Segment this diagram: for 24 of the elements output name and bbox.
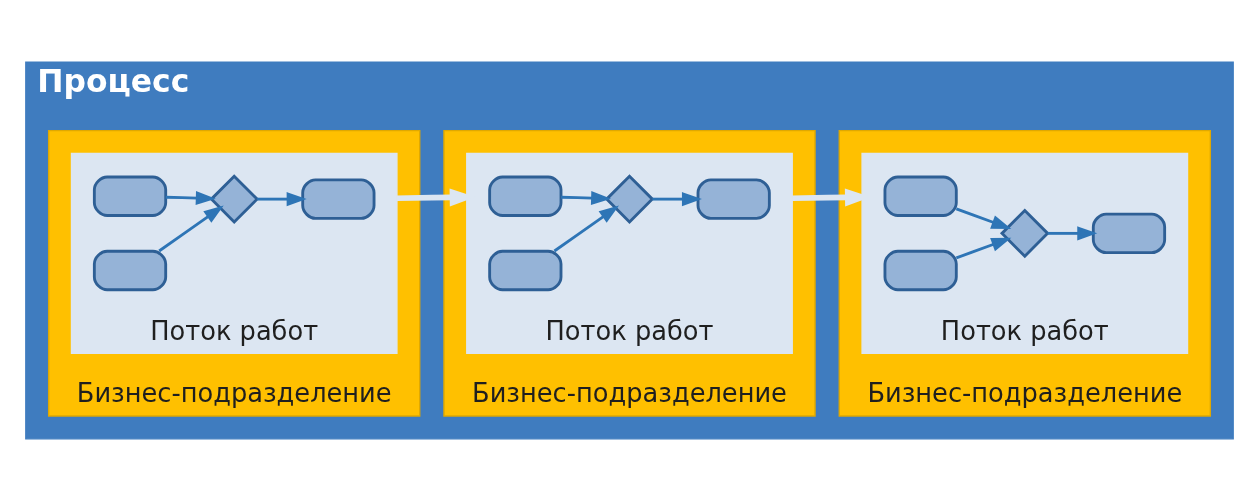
- arrow: [165, 191, 216, 206]
- node-box: [488, 175, 563, 217]
- arrow: [553, 205, 619, 253]
- arrow: [652, 192, 702, 207]
- node-box: [1091, 212, 1167, 255]
- node-box: [301, 178, 376, 220]
- node-box: [92, 249, 168, 292]
- cluster: Поток работ: [861, 152, 1189, 354]
- node-box: [696, 178, 771, 220]
- cluster: Поток работ: [466, 152, 793, 354]
- node-box: [488, 249, 563, 292]
- node-diamond: [209, 174, 260, 224]
- arrow: [561, 191, 612, 206]
- arrow: [955, 237, 1012, 260]
- arrow: [955, 207, 1012, 229]
- node-box: [883, 249, 958, 292]
- node-diamond: [999, 208, 1050, 259]
- node-box: [883, 175, 958, 217]
- node-box: [92, 175, 168, 217]
- arrow: [1047, 226, 1098, 241]
- node-diamond: [604, 174, 655, 224]
- cluster: Поток работ: [70, 152, 398, 354]
- arrow: [257, 192, 307, 207]
- arrow: [158, 205, 224, 253]
